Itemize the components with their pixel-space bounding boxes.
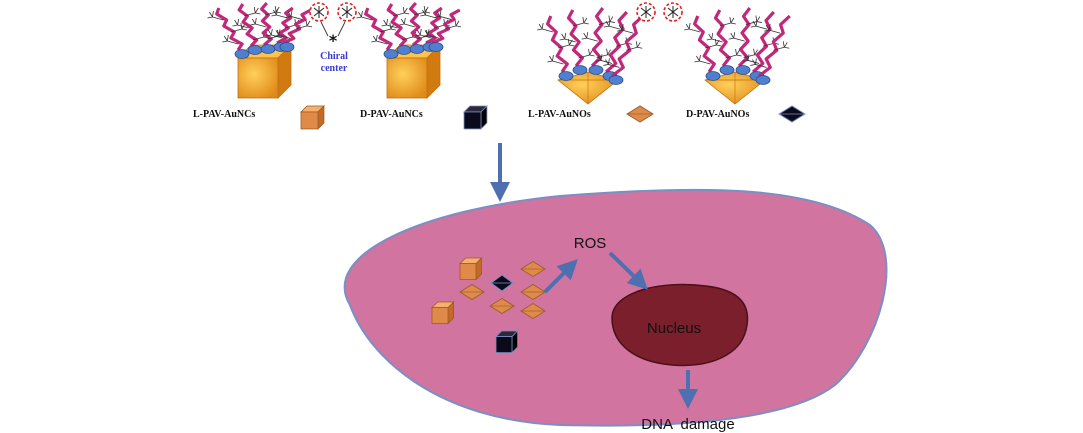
anchor-group [719, 65, 735, 75]
anchor-group [234, 49, 250, 59]
pointer-line [337, 21, 346, 37]
ligand-chain [566, 9, 585, 67]
ligand-chain [751, 10, 775, 74]
ligand-chain [545, 15, 569, 73]
chiral-markers [309, 2, 683, 37]
anchor-group [383, 49, 399, 59]
ligand-chain [282, 8, 312, 45]
anchor-group [428, 42, 444, 52]
legend-icons [300, 105, 806, 130]
legend-d-auncs: D-PAV-AuNCs [360, 109, 423, 120]
ligand-chain [604, 10, 628, 74]
octahedron-icon [626, 105, 654, 123]
cell-particles [431, 257, 546, 354]
ligand-chain [590, 7, 605, 68]
ligand-chain [611, 14, 644, 78]
anchor-group [705, 71, 721, 81]
chiral-marker-icon [636, 2, 656, 22]
arrow-icon [543, 259, 578, 294]
ros-label: ROS [574, 235, 607, 252]
l-pav-aunos-structure [537, 7, 644, 105]
chiral-label-line2: center [321, 63, 348, 74]
octahedron-icon [520, 302, 546, 320]
legend-l-auncs: L-PAV-AuNCs [193, 109, 255, 120]
cube-icon [300, 105, 325, 130]
anchor-group [735, 65, 751, 75]
ligand-chain [692, 15, 716, 73]
legend-d-aunos: D-PAV-AuNOs [686, 109, 749, 120]
ligand-chain [737, 7, 752, 68]
anchor-group [608, 75, 624, 85]
nucleus-label: Nucleus [647, 320, 701, 337]
ligand-chain [431, 8, 461, 45]
chiral-marker-icon [663, 2, 683, 22]
chiral-marker-icon [337, 2, 357, 22]
ligand-chain [758, 14, 791, 78]
anchor-group [558, 71, 574, 81]
legend-l-aunos: L-PAV-AuNOs [528, 109, 591, 120]
octahedron-icon [778, 105, 806, 123]
l-pav-auncs-structure [207, 1, 313, 99]
anchor-group [247, 45, 263, 55]
anchor-group [755, 75, 771, 85]
anchor-group [279, 42, 295, 52]
cube-icon [495, 330, 519, 354]
ligand-chain [364, 7, 393, 51]
chiral-label-line1: Chiral [320, 51, 348, 62]
anchor-group [572, 65, 588, 75]
anchor-group [260, 44, 276, 54]
flow-arrows [490, 143, 698, 409]
octahedron-icon [489, 297, 515, 315]
nucleus [611, 283, 749, 367]
ligand-chain [713, 9, 732, 67]
pointer-line [320, 21, 329, 37]
anchor-group [396, 45, 412, 55]
octahedron-icon [520, 260, 546, 278]
octahedron-icon [520, 283, 546, 301]
arrow-icon [608, 251, 648, 290]
chiral-marker-icon [309, 2, 329, 22]
cube-icon [431, 301, 455, 325]
legend: L-PAV-AuNCs D-PAV-AuNCs L-PAV-AuNOs D-PA… [193, 109, 749, 120]
octahedron-icon [459, 283, 485, 301]
d-pav-auncs-structure [356, 1, 462, 99]
ligand-chain [215, 7, 244, 51]
d-pav-aunos-structure [684, 7, 791, 105]
ligand-chain [276, 6, 294, 45]
cube-icon [463, 105, 488, 130]
anchor-group [409, 44, 425, 54]
octahedron-icon [490, 274, 514, 292]
nanoparticle-structures [207, 1, 791, 105]
dna-damage-label: DNA damage [641, 416, 734, 433]
anchor-group [588, 65, 604, 75]
chiral-star: * [329, 31, 338, 50]
ligand-chain [425, 6, 443, 45]
cube-icon [459, 257, 483, 281]
